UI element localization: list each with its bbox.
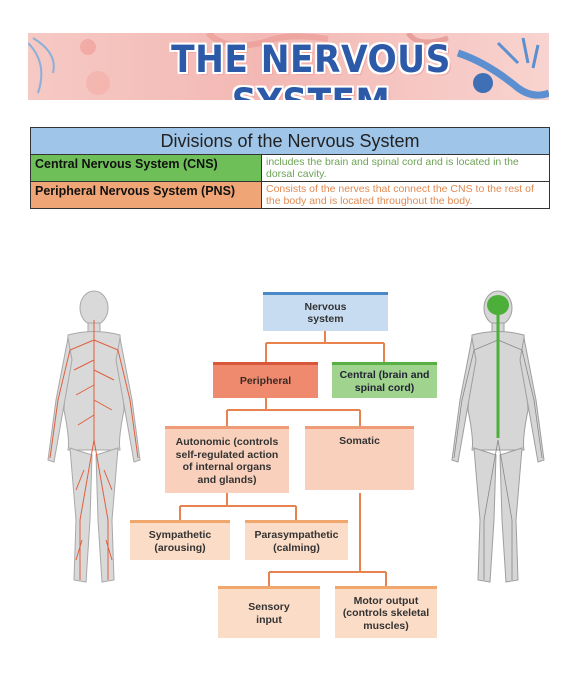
title-banner: THE NERVOUS SYSTEM	[28, 33, 549, 100]
cns-description: includes the brain and spinal cord and i…	[261, 154, 550, 182]
parasympathetic-box: Parasympathetic(calming)	[245, 520, 348, 560]
sympathetic-box: Sympathetic(arousing)	[130, 520, 230, 560]
table-row: Central Nervous System (CNS) includes th…	[30, 154, 550, 182]
central-nervous-figure	[451, 290, 545, 583]
peripheral-nerves-figure	[47, 290, 141, 583]
divisions-table: Divisions of the Nervous System Central …	[30, 127, 550, 209]
pns-label: Peripheral Nervous System (PNS)	[30, 181, 262, 209]
peripheral-box: Peripheral	[213, 362, 318, 398]
banner-title: THE NERVOUS SYSTEM	[171, 38, 451, 100]
banner-decoration	[28, 33, 549, 99]
pns-description: Consists of the nerves that connect the …	[261, 181, 550, 209]
somatic-box: Somatic	[305, 426, 414, 490]
table-row: Peripheral Nervous System (PNS) Consists…	[30, 181, 550, 209]
